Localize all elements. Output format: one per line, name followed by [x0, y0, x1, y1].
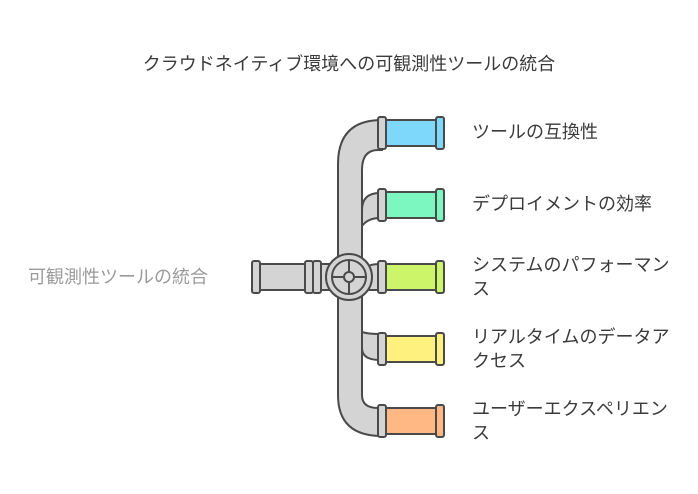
- output-pipe-performance: [377, 260, 445, 294]
- output-label-compatibility: ツールの互換性: [472, 122, 598, 143]
- output-label-user-experience: ユーザーエクスペリエンス: [472, 399, 668, 444]
- output-pipe-user-experience: [377, 404, 445, 438]
- output-label-performance: システムのパフォーマンス: [472, 255, 670, 300]
- input-pipe: [251, 260, 335, 294]
- output-label-efficiency: デプロイメントの効率: [472, 194, 652, 215]
- output-pipe-realtime-access: [377, 332, 445, 366]
- input-label: 可観測性ツールの統合: [28, 267, 208, 288]
- output-pipe-efficiency: [377, 188, 445, 222]
- output-label-realtime-access: リアルタイムのデータアクセス: [472, 327, 670, 372]
- output-pipe-compatibility: [377, 116, 445, 150]
- diagram-title: クラウドネイティブ環境への可観測性ツールの統合: [142, 54, 556, 75]
- valve-wheel-icon: [325, 253, 373, 301]
